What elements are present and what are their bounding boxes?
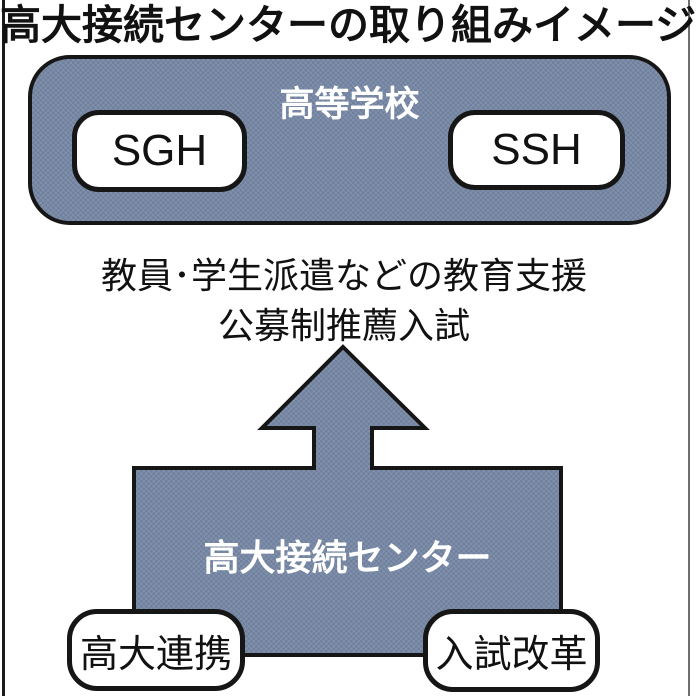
- support-text-line2: 公募制推薦入試: [217, 305, 470, 346]
- ssh-label: SSH: [491, 125, 582, 174]
- sgh-box: SGH: [72, 110, 247, 192]
- sgh-label: SGH: [111, 126, 208, 175]
- bottom-box-left: 高大連携: [67, 609, 245, 691]
- bottom-box-right: 入試改革: [423, 609, 600, 692]
- high-school-label: 高等学校: [279, 85, 420, 124]
- bottom-box-right-label: 入試改革: [435, 634, 588, 676]
- right-frame-line: [688, 0, 690, 696]
- bottom-box-left-label: 高大連携: [79, 633, 232, 676]
- page-title: 高大接続センターの取り組みイメージ: [0, 2, 696, 48]
- support-text-line1: 教員･学生派遣などの教育支援: [100, 255, 587, 296]
- left-frame-line: [2, 0, 5, 696]
- center-label: 高大接続センター: [203, 537, 492, 578]
- ssh-box: SSH: [448, 110, 625, 190]
- high-school-panel: 高等学校 SGH SSH: [28, 55, 671, 225]
